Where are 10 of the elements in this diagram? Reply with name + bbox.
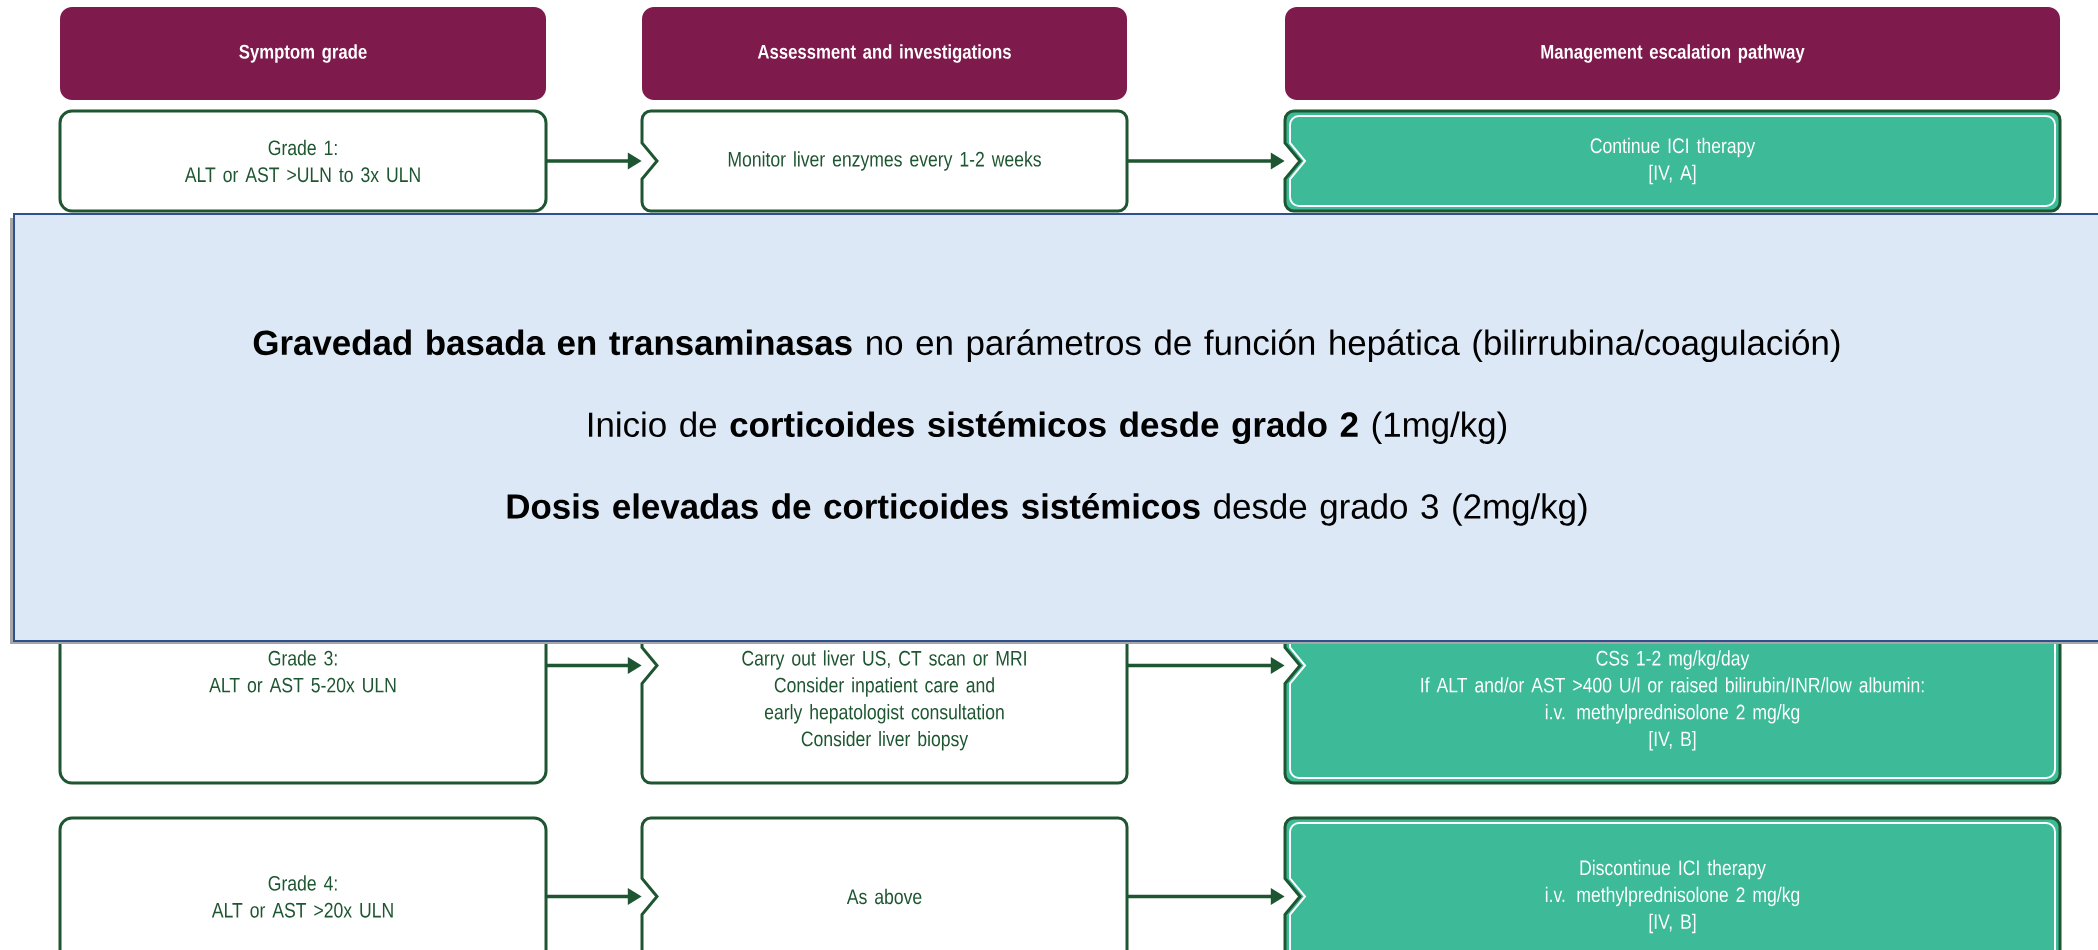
grade-box: Grade 1: ALT or AST >ULN to 3x ULN bbox=[58, 109, 548, 213]
column-header: Management escalation pathway bbox=[1285, 7, 2060, 100]
column-header: Symptom grade bbox=[60, 7, 546, 100]
assessment-box: Monitor liver enzymes every 1-2 weeks bbox=[640, 109, 1129, 213]
assessment-box: As above bbox=[640, 816, 1129, 950]
management-box: Continue ICI therapy [IV, A] bbox=[1283, 109, 2062, 213]
summary-dialog: Gravedad basada en transaminasas no en parámetros de función hepática (bilirrubina/coagulación) Inicio de corticoides sistémicos desde grado 2 (1mg/kg) Dosis elevadas de corticoides sistémicos desde grado 3 (2mg/kg) bbox=[10, 213, 2098, 644]
grade-box: Grade 4: ALT or AST >20x ULN bbox=[58, 816, 548, 950]
column-header: Assessment and investigations bbox=[642, 7, 1127, 100]
management-box: Discontinue ICI therapy i.v. methylprednisolone 2 mg/kg [IV, B] bbox=[1283, 816, 2062, 950]
